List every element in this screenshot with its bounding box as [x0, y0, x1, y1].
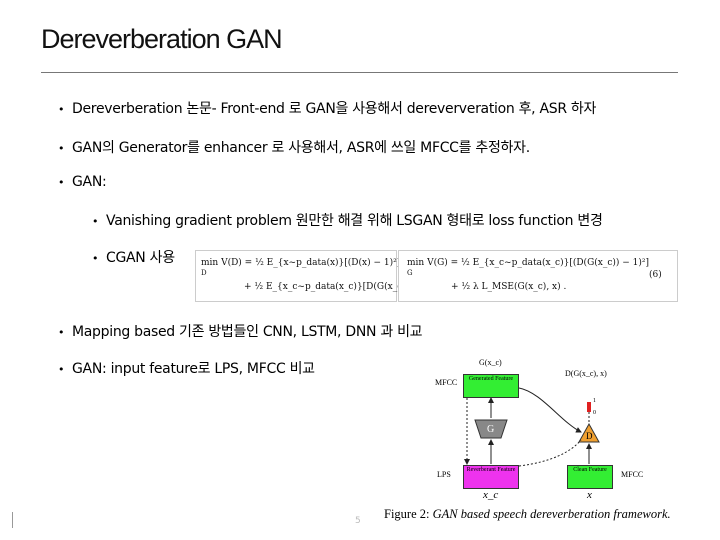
generator-symbol: G — [487, 424, 495, 435]
bullet-4: • Mapping based 기존 방법들인 CNN, LSTM, DNN 과 … — [58, 321, 423, 341]
bullet-text: Vanishing gradient problem 원만한 해결 위해 LSG… — [106, 213, 603, 229]
framework-diagram — [464, 387, 600, 467]
discriminator-block — [578, 422, 600, 443]
bullet-glyph: • — [58, 103, 65, 116]
sub-bullet-2: • CGAN 사용 — [92, 247, 175, 267]
equation-d-line1: min V(D) = ½ E_{x~p_data(x)}[(D(x) − 1)²… — [201, 258, 401, 268]
score-one-label: 1 — [593, 398, 596, 404]
bullet-text: Dereverberation 논문- Front-end 로 GAN을 사용해… — [72, 101, 597, 117]
equation-g-line1: min V(G) = ½ E_{x_c~p_data(x_c)}[(D(G(x_… — [407, 258, 650, 268]
bullet-glyph: • — [58, 142, 65, 155]
equation-g: min V(G) = ½ E_{x_c~p_data(x_c)}[(D(G(x_… — [398, 250, 678, 302]
bullet-5: • GAN: input feature로 LPS, MFCC 비교 — [58, 358, 315, 378]
figure-caption-prefix: Figure 2: — [384, 507, 430, 521]
generator-output-label: G(x_c) — [479, 358, 502, 367]
generator-block — [474, 419, 508, 439]
equation-g-line2: + ½ λ L_MSE(G(x_c), x) . — [451, 282, 567, 292]
lps-left-label: LPS — [437, 470, 451, 479]
clean-feature-box: Clean Feature — [567, 465, 613, 489]
bullet-3: • GAN: — [58, 174, 107, 190]
clean-x-label: x — [587, 489, 592, 501]
bullet-glyph: • — [58, 326, 65, 339]
figure-caption-text: GAN based speech dereverberation framewo… — [432, 507, 671, 521]
equation-d-subscript: D — [201, 269, 207, 277]
slide-title: Dereverberation GAN — [41, 24, 283, 54]
left-edge-marker — [12, 512, 13, 528]
discriminator-output-label: D(G(x_c), x) — [565, 369, 607, 378]
mfcc-right-label: MFCC — [621, 470, 644, 479]
mfcc-left-label: MFCC — [435, 378, 458, 387]
bullet-text: GAN: input feature로 LPS, MFCC 비교 — [72, 361, 315, 377]
bullet-text: GAN의 Generator를 enhancer 로 사용해서, ASR에 쓰일… — [72, 140, 530, 156]
bullet-text: GAN: — [72, 174, 107, 190]
generated-feature-box: Generated Feature — [463, 374, 519, 398]
page-number: 5 — [355, 516, 361, 526]
equation-number: (6) — [649, 270, 662, 280]
bullet-glyph: • — [92, 252, 99, 265]
bullet-2: • GAN의 Generator를 enhancer 로 사용해서, ASR에 쓰… — [58, 137, 530, 157]
reverberant-feature-box: Reverberant Feature — [463, 465, 519, 489]
equation-d-line2: + ½ E_{x_c~p_data(x_c)}[D(G(x_c))²] — [244, 282, 417, 292]
score-bar — [587, 402, 591, 412]
title-divider — [41, 72, 678, 73]
discriminator-symbol: D — [586, 431, 593, 441]
score-zero-label: 0 — [593, 410, 596, 416]
bullet-glyph: • — [92, 215, 99, 228]
figure-caption: Figure 2: GAN based speech dereverberati… — [384, 507, 671, 522]
bullet-text: CGAN 사용 — [106, 250, 175, 266]
bullet-text: Mapping based 기존 방법들인 CNN, LSTM, DNN 과 비… — [72, 324, 423, 340]
framework-figure: G(x_c) D(G(x_c), x) MFCC LPS MFCC Genera… — [371, 352, 703, 530]
equation-g-subscript: G — [407, 269, 413, 277]
sub-bullet-1: • Vanishing gradient problem 원만한 해결 위해 LS… — [92, 210, 603, 230]
bullet-1: • Dereverberation 논문- Front-end 로 GAN을 사용… — [58, 98, 596, 118]
bullet-glyph: • — [58, 176, 65, 189]
equation-d: min V(D) = ½ E_{x~p_data(x)}[(D(x) − 1)²… — [195, 250, 416, 302]
input-xc-label: x_c — [483, 489, 499, 501]
bullet-glyph: • — [58, 363, 65, 376]
